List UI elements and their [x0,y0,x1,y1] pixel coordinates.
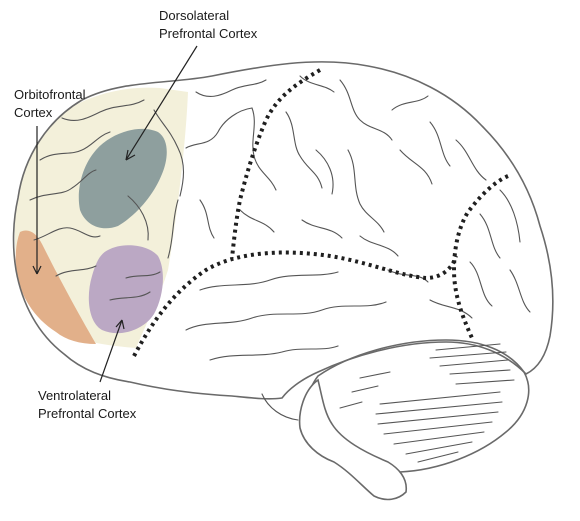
label-dorsolateral-line2: Prefrontal Cortex [159,26,258,41]
label-ventrolateral-line2: Prefrontal Cortex [38,406,137,421]
label-orbitofrontal-line2: Cortex [14,105,53,120]
label-ventrolateral-prefrontal-cortex: Ventrolateral Prefrontal Cortex [38,387,136,423]
pointer-dorsolateral [125,45,198,161]
central-sulcus-dotted [230,68,322,259]
label-orbitofrontal-line1: Orbitofrontal [14,87,86,102]
cerebellum-folia [339,343,515,463]
cerebrum-outline [12,61,554,400]
ventrolateral-region [88,245,163,334]
label-orbitofrontal-cortex: Orbitofrontal Cortex [14,86,86,122]
brainstem-outline [298,378,408,501]
pointer-dorsolateral-head [125,149,136,161]
pointer-ventrolateral [99,319,123,383]
label-ventrolateral-line1: Ventrolateral [38,388,111,403]
frontal-boundary-dotted [132,250,458,357]
pointer-orbitofrontal-head [32,265,42,275]
label-pointers [32,45,198,383]
dorsolateral-region [78,128,167,229]
orbitofrontal-region [15,230,96,344]
temporal-pole-curve [261,393,299,421]
pointer-ventrolateral-head [115,319,125,330]
label-dorsolateral-prefrontal-cortex: Dorsolateral Prefrontal Cortex [159,7,257,43]
label-dorsolateral-line1: Dorsolateral [159,8,230,23]
